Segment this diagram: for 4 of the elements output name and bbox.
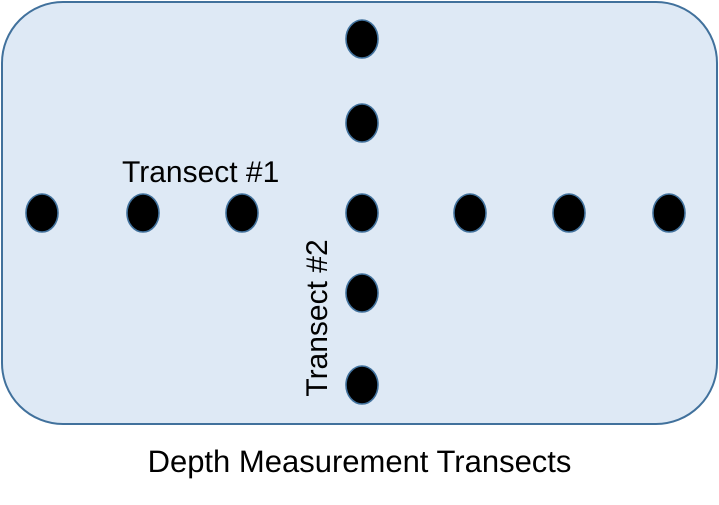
transect-label: Transect #1 (122, 156, 280, 190)
survey-area (1, 1, 718, 425)
transect-label: Transect #2 (301, 239, 335, 397)
caption: Depth Measurement Transects (146, 444, 572, 480)
